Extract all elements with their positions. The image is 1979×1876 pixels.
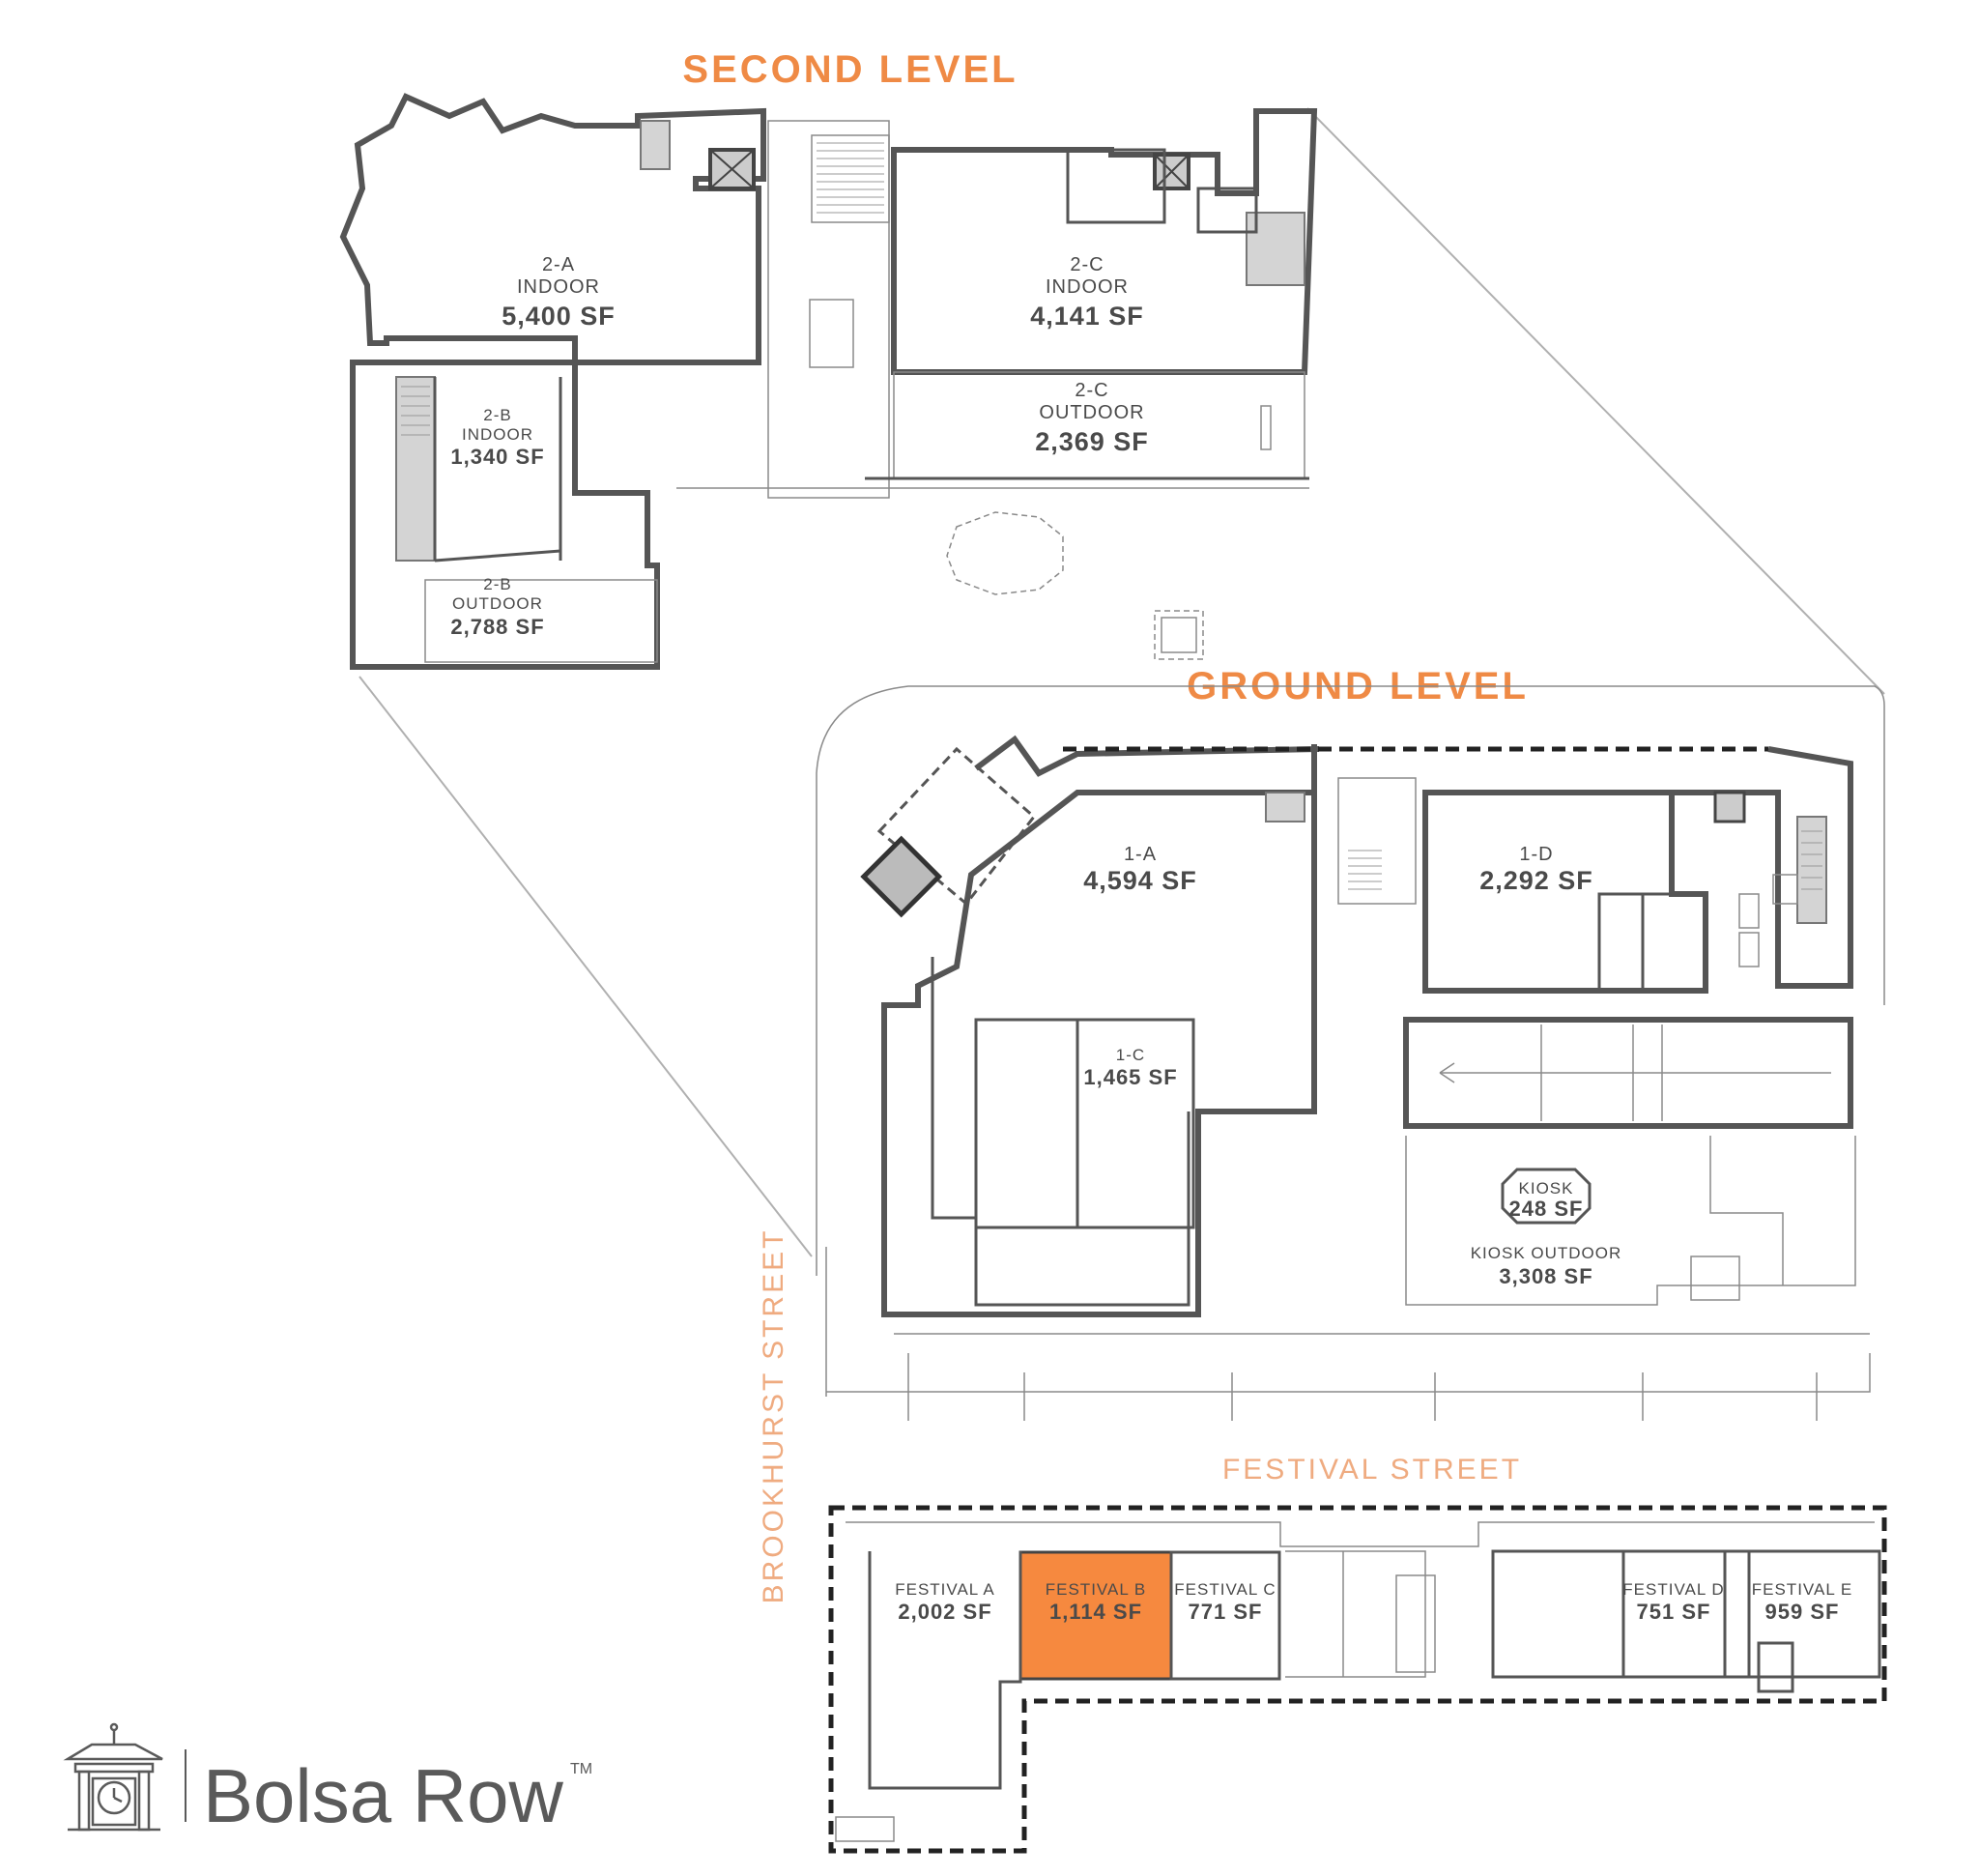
clock-tower-icon bbox=[63, 1722, 163, 1832]
unit-1a-label: 1-A bbox=[1124, 844, 1157, 865]
unit-2c-outdoor-label-line1: 2-C bbox=[1075, 380, 1108, 401]
unit-2c-outdoor-label-line2: OUTDOOR bbox=[1039, 402, 1144, 423]
unit-kiosk-sf: 248 SF bbox=[1509, 1197, 1584, 1221]
unit-2b-outdoor-label-line1: 2-B bbox=[483, 575, 511, 593]
festival-b-highlight bbox=[1018, 1550, 1173, 1681]
unit-festival-b-sf: 1,114 SF bbox=[1049, 1600, 1142, 1624]
unit-2a-label-line2: INDOOR bbox=[517, 276, 600, 298]
unit-2a-sf: 5,400 SF bbox=[502, 302, 616, 331]
unit-festival-d-sf: 751 SF bbox=[1637, 1600, 1711, 1624]
unit-2b-outdoor-sf: 2,788 SF bbox=[450, 615, 544, 639]
unit-kiosk-outdoor-label: KIOSK OUTDOOR bbox=[1471, 1244, 1622, 1262]
unit-2b-outdoor-label-line2: OUTDOOR bbox=[452, 594, 543, 613]
unit-1c-label: 1-C bbox=[1116, 1046, 1145, 1064]
brand-trademark: TM bbox=[570, 1761, 592, 1777]
unit-2c-indoor-label-line1: 2-C bbox=[1070, 254, 1104, 275]
unit-festival-a-label: FESTIVAL A bbox=[895, 1580, 995, 1599]
unit-1c-sf: 1,465 SF bbox=[1083, 1065, 1177, 1089]
unit-festival-e-sf: 959 SF bbox=[1765, 1600, 1840, 1624]
unit-festival-a-sf: 2,002 SF bbox=[898, 1600, 991, 1624]
second-level-title: SECOND LEVEL bbox=[682, 48, 1018, 91]
unit-kiosk-outdoor-sf: 3,308 SF bbox=[1499, 1264, 1592, 1288]
unit-1d-label: 1-D bbox=[1519, 844, 1553, 865]
sidewalk-planters bbox=[907, 1353, 1818, 1421]
unit-2a-label-line1: 2-A bbox=[542, 254, 575, 275]
unit-2b-indoor-label-line2: INDOOR bbox=[462, 425, 533, 444]
bolsa-row-logo: Bolsa Row TM bbox=[63, 1722, 592, 1838]
ground-level-plan: GROUND LEVEL bbox=[758, 665, 1885, 1604]
festival-street-label: FESTIVAL STREET bbox=[1222, 1454, 1522, 1486]
unit-2b-indoor-sf: 1,340 SF bbox=[450, 445, 544, 469]
festival-building-plan: FESTIVAL A 2,002 SF FESTIVAL B 1,114 SF … bbox=[828, 1505, 1887, 1854]
unit-1d-sf: 2,292 SF bbox=[1479, 866, 1593, 895]
unit-festival-d-label: FESTIVAL D bbox=[1622, 1580, 1724, 1599]
unit-festival-c-sf: 771 SF bbox=[1189, 1600, 1263, 1624]
second-level-plan: SECOND LEVEL bbox=[339, 48, 1318, 670]
unit-kiosk-label: KIOSK bbox=[1519, 1179, 1574, 1198]
brookhurst-street-label: BROOKHURST STREET bbox=[758, 1228, 789, 1604]
unit-2b-indoor-label-line1: 2-B bbox=[483, 406, 511, 424]
unit-festival-b-label: FESTIVAL B bbox=[1046, 1580, 1146, 1599]
level-connector-lines bbox=[359, 107, 1885, 1257]
unit-festival-c-label: FESTIVAL C bbox=[1174, 1580, 1276, 1599]
unit-2c-indoor-sf: 4,141 SF bbox=[1030, 302, 1144, 331]
unit-festival-e-label: FESTIVAL E bbox=[1752, 1580, 1852, 1599]
unit-1a-sf: 4,594 SF bbox=[1083, 866, 1197, 895]
unit-2c-outdoor-sf: 2,369 SF bbox=[1035, 427, 1149, 456]
unit-2c-indoor-label-line2: INDOOR bbox=[1046, 276, 1129, 298]
brand-name: Bolsa Row bbox=[203, 1753, 563, 1838]
